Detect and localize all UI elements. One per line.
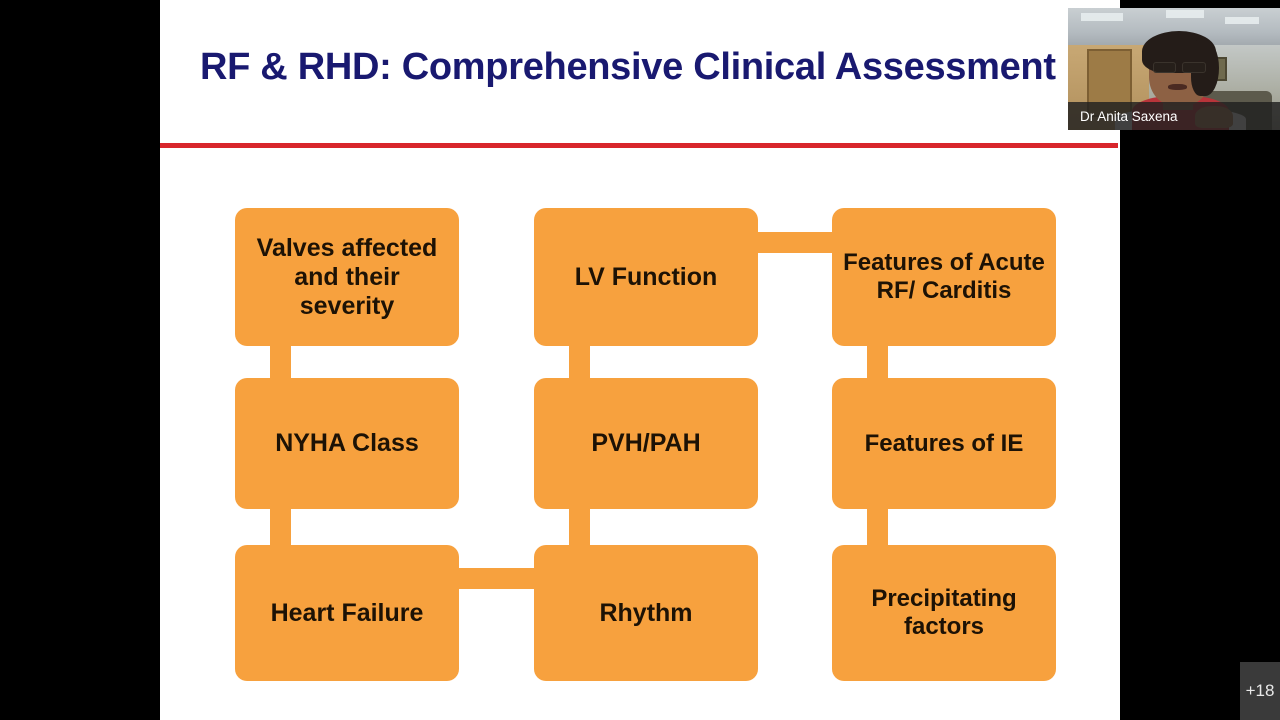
diagram-node-valves-affected: Valves affected and their severity — [235, 208, 459, 346]
connector-vertical-col2-row1-row2 — [569, 344, 590, 380]
connector-horizontal-row1-col2-col3 — [757, 232, 833, 253]
ceiling-light-3 — [1224, 16, 1259, 24]
connector-vertical-col3-row2-row3 — [867, 507, 888, 547]
ceiling-light-1 — [1080, 12, 1124, 22]
diagram-node-features-acute-rf-carditis: Features of Acute RF/ Carditis — [832, 208, 1056, 346]
participants-overflow-count: +18 — [1245, 681, 1275, 700]
diagram-node-rhythm: Rhythm — [534, 545, 758, 681]
connector-vertical-col3-row1-row2 — [867, 344, 888, 380]
speaker-name-label: Dr Anita Saxena — [1080, 108, 1178, 124]
speaker-mouth — [1167, 83, 1187, 90]
diagram-node-pvh-pah: PVH/PAH — [534, 378, 758, 509]
eyeglass-left — [1152, 61, 1177, 73]
presentation-slide: RF & RHD: Comprehensive Clinical Assessm… — [160, 0, 1120, 720]
clinical-assessment-diagram: Valves affected and their severity NYHA … — [160, 0, 1120, 720]
eyeglass-right — [1182, 61, 1206, 73]
connector-vertical-col1-row1-row2 — [270, 344, 291, 380]
ceiling-light-2 — [1165, 10, 1204, 18]
participants-overflow-badge[interactable]: +18 — [1240, 662, 1280, 720]
diagram-node-heart-failure: Heart Failure — [235, 545, 459, 681]
diagram-node-precipitating-factors: Precipitating factors — [832, 545, 1056, 681]
connector-horizontal-row3-col1-col2 — [459, 568, 535, 589]
speaker-name-bar: Dr Anita Saxena — [1068, 102, 1280, 130]
diagram-node-features-of-ie: Features of IE — [832, 378, 1056, 509]
speaker-video-thumbnail[interactable]: Dr Anita Saxena — [1068, 8, 1280, 130]
connector-vertical-col2-row2-row3 — [569, 507, 590, 547]
connector-vertical-col1-row2-row3 — [270, 507, 291, 547]
diagram-node-lv-function: LV Function — [534, 208, 758, 346]
title-divider-rule — [160, 143, 1118, 148]
page-title: RF & RHD: Comprehensive Clinical Assessm… — [200, 46, 1056, 88]
diagram-node-nyha-class: NYHA Class — [235, 378, 459, 509]
